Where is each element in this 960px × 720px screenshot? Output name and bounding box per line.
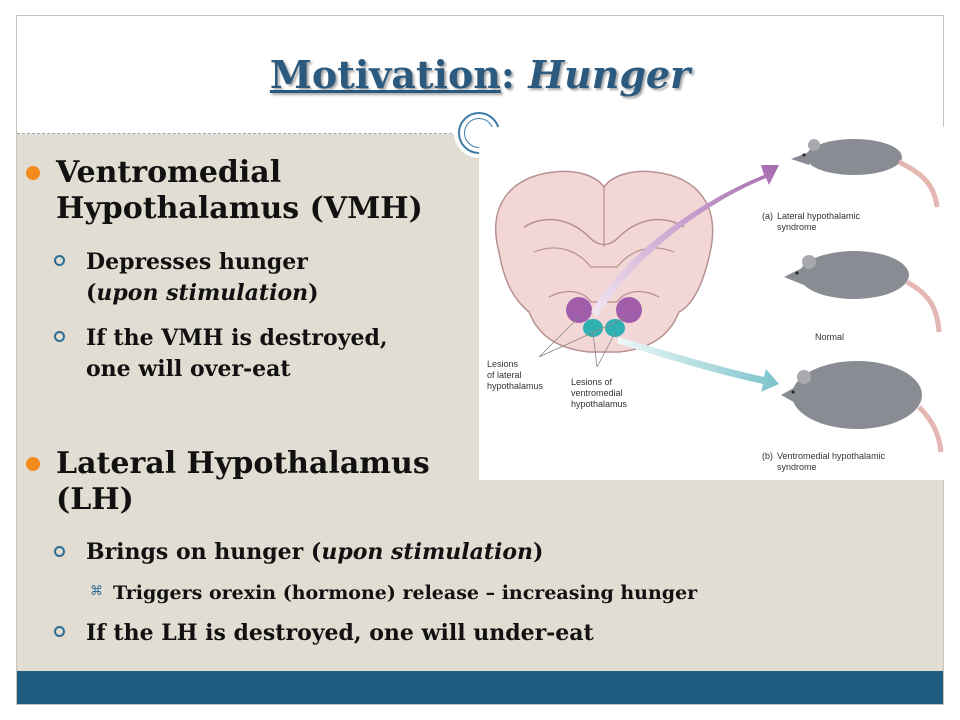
lh-point-2: If the LH is destroyed, one will under-e… — [86, 620, 594, 646]
vmh-point-2-line1: If the VMH is destroyed, — [86, 325, 388, 351]
vmh-point-1: Depresses hunger (upon stimulation) — [86, 247, 319, 309]
label-normal: Normal — [815, 332, 844, 342]
lh-point-1-a: Brings on hunger ( — [86, 539, 322, 565]
figure-svg: (a) Lateral hypothalamic syndrome Normal… — [487, 139, 944, 472]
title-hunger: Hunger — [528, 52, 691, 97]
label-lesion-lateral-3: hypothalamus — [487, 381, 544, 391]
bullet-icon — [26, 166, 40, 180]
title-colon: : — [500, 52, 529, 97]
vmh-point-2-line2: one will over-eat — [86, 356, 291, 382]
sub-bullet-icon — [54, 331, 65, 342]
upon-stimulation: upon stimulation — [321, 539, 534, 565]
bullet-icon — [26, 457, 40, 471]
brain-section — [495, 170, 714, 353]
lh-heading: Lateral Hypothalamus (LH) — [56, 446, 430, 518]
lh-heading-line1: Lateral Hypothalamus — [56, 446, 430, 481]
lh-point-1: Brings on hunger (upon stimulation) — [86, 537, 543, 568]
rat-thin-icon — [791, 139, 940, 208]
lateral-lesion-right — [616, 297, 642, 323]
sub-bullet-icon — [54, 626, 65, 637]
arrow-to-vm-syndrome — [617, 337, 779, 392]
lh-heading-line2: (LH) — [56, 482, 134, 517]
label-b-text2: syndrome — [777, 462, 817, 472]
rat-normal-icon — [784, 251, 942, 333]
rat-obese-icon — [781, 361, 944, 453]
title-motivation: Motivation — [269, 52, 501, 97]
vmh-point-1-line2: (upon stimulation) — [86, 278, 319, 309]
lh-point-1-c: ) — [533, 539, 544, 565]
lh-subpoint-1: Triggers orexin (hormone) release – incr… — [113, 582, 698, 604]
label-a-text: Lateral hypothalamic — [777, 211, 861, 221]
label-a-letter: (a) — [762, 211, 773, 221]
lateral-lesion-left — [566, 297, 592, 323]
vmh-heading-line1: Ventromedial — [56, 155, 282, 190]
vmh-point-2: If the VMH is destroyed, one will over-e… — [86, 323, 388, 385]
upon-stimulation: upon stimulation — [96, 280, 309, 306]
label-lesion-vm-1: Lesions of — [571, 377, 613, 387]
vm-lesion-right — [605, 319, 625, 337]
label-b-text: Ventromedial hypothalamic — [777, 451, 886, 461]
label-lesion-vm-3: hypothalamus — [571, 399, 628, 409]
vm-lesion-left — [583, 319, 603, 337]
paren-close: ) — [308, 280, 319, 306]
vmh-heading: Ventromedial Hypothalamus (VMH) — [56, 155, 423, 227]
slide-title: Motivation: Hunger — [0, 52, 960, 97]
label-a-text2: syndrome — [777, 222, 817, 232]
title-divider — [17, 133, 457, 134]
sub-bullet-icon — [54, 546, 65, 557]
paren-open: ( — [86, 280, 97, 306]
label-b-letter: (b) — [762, 451, 773, 461]
sub-bullet-icon — [54, 255, 65, 266]
vmh-point-1-line1: Depresses hunger — [86, 249, 308, 275]
sub-sub-bullet-icon: ⌘ — [90, 584, 103, 599]
footer-bar — [17, 671, 943, 704]
hypothalamus-figure: (a) Lateral hypothalamic syndrome Normal… — [479, 127, 944, 480]
vmh-heading-line2: Hypothalamus (VMH) — [56, 191, 423, 226]
label-lesion-lateral-2: of lateral — [487, 370, 522, 380]
label-lesion-vm-2: ventromedial — [571, 388, 623, 398]
label-lesion-lateral-1: Lesions — [487, 359, 519, 369]
arrow-to-lateral-syndrome — [591, 165, 779, 317]
